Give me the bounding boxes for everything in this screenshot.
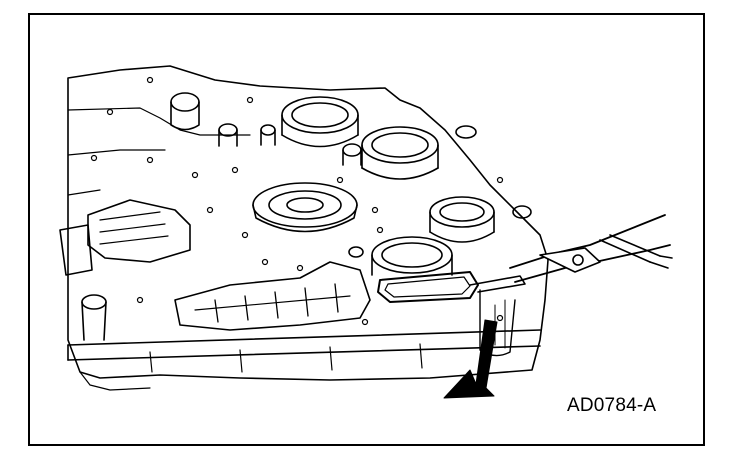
left-block <box>59 199 191 276</box>
bore-bosses <box>252 96 495 276</box>
pliers-tool <box>509 214 673 283</box>
figure-id-label: AD0784-A <box>567 395 657 416</box>
seal-gasket <box>377 271 526 303</box>
figure-frame <box>28 13 705 446</box>
housing-plate <box>67 65 549 391</box>
lower-rail <box>67 329 541 373</box>
pin-bosses <box>81 92 532 341</box>
indicator-arrow <box>443 319 498 399</box>
ribbed-casting <box>174 261 371 331</box>
bolt-holes <box>90 76 504 326</box>
